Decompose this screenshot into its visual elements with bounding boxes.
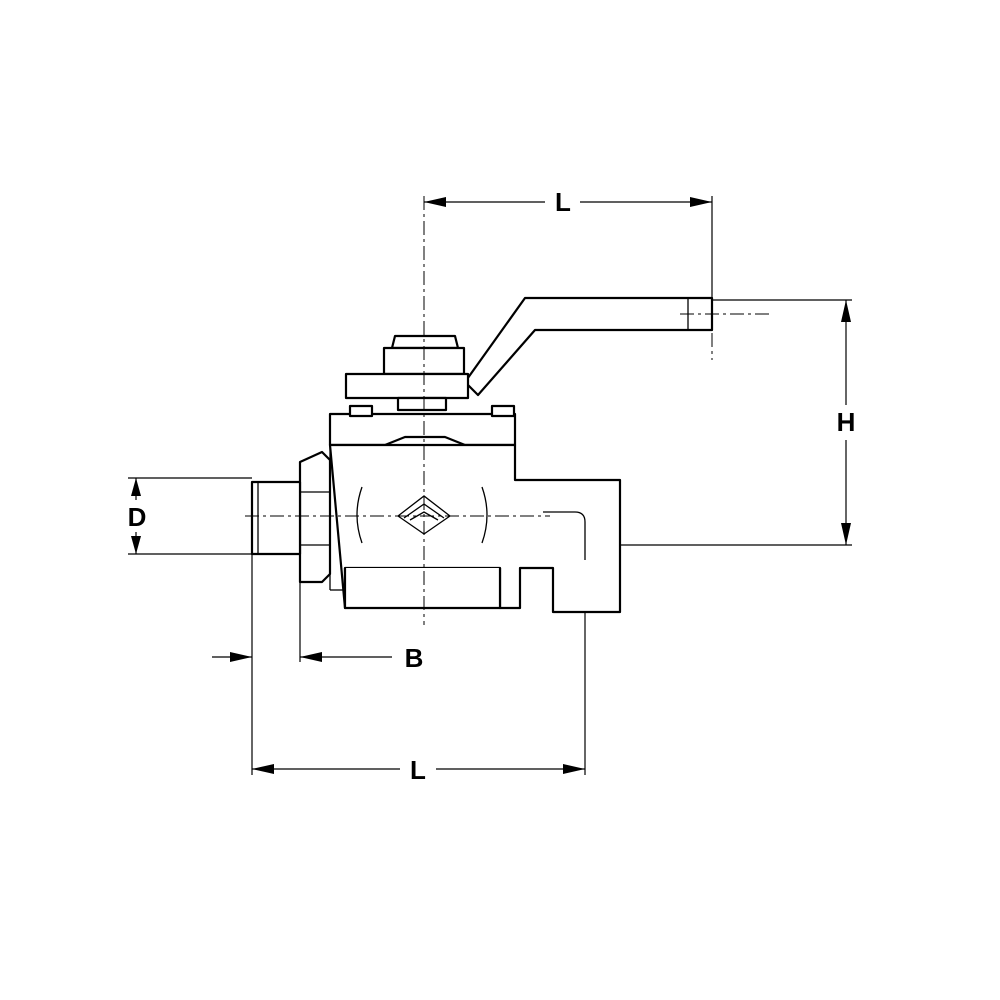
bonnet [328, 404, 517, 447]
valve-body [328, 443, 622, 614]
dimension-label-height: H [837, 407, 856, 437]
dimension-label-thread-length: B [405, 643, 424, 673]
dimension-handle-length: L [424, 187, 713, 298]
hex-nut [250, 450, 332, 584]
stem-nut [344, 334, 470, 412]
dimension-label-handle-length: L [555, 187, 571, 217]
dimension-label-diameter: D [128, 502, 147, 532]
dimension-thread-length: B [212, 554, 423, 775]
dimension-label-body-length: L [410, 755, 426, 785]
dimension-diameter: D [128, 477, 252, 555]
dimension-height: H [620, 299, 856, 546]
center-lines [245, 196, 772, 625]
dimension-body-length: L [252, 612, 586, 785]
lever-handle [463, 296, 714, 397]
